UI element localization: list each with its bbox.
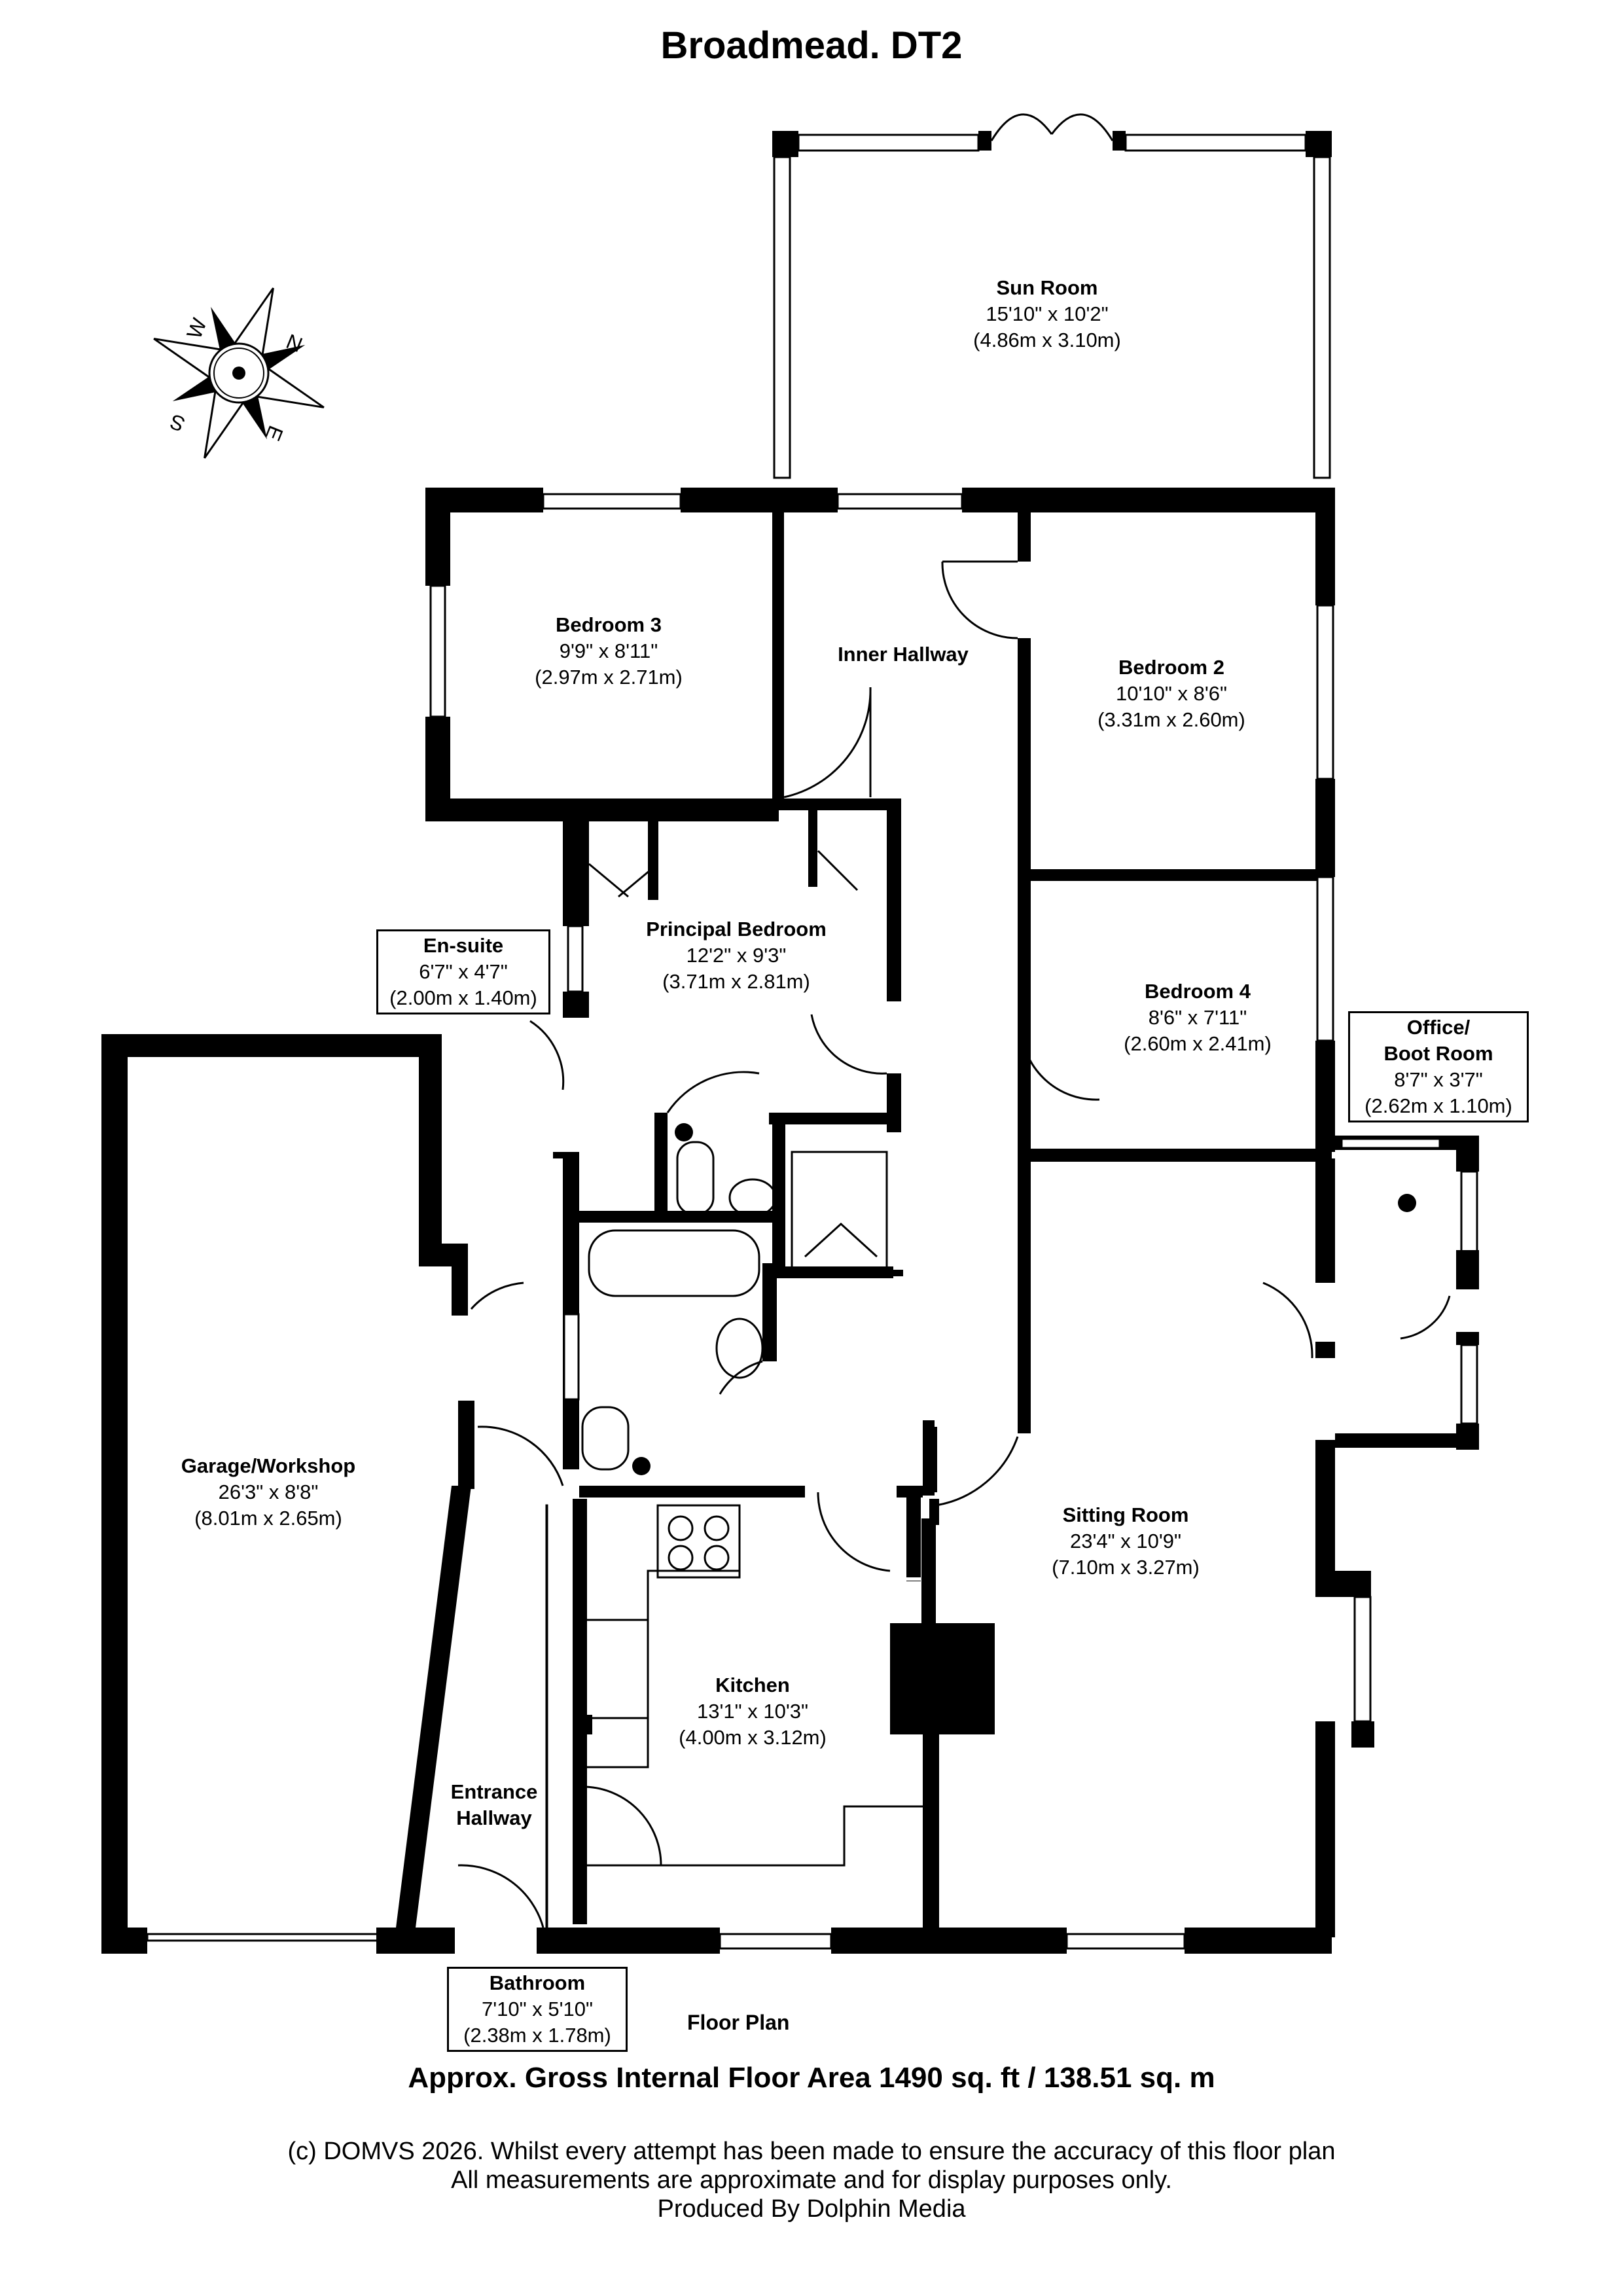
room-name: Garage/Workshop xyxy=(181,1454,356,1477)
room-label-bedroom-4: Bedroom 4 8'6" x 7'11" (2.60m x 2.41m) xyxy=(1099,978,1296,1057)
room-metric: (4.00m x 3.12m) xyxy=(679,1726,827,1749)
room-name: Bedroom 3 xyxy=(556,613,662,636)
room-imperial: 12'2" x 9'3" xyxy=(686,944,787,967)
room-metric: (2.60m x 2.41m) xyxy=(1124,1032,1272,1055)
room-imperial: 7'10" x 5'10" xyxy=(481,1998,593,2020)
floor-area-text: Approx. Gross Internal Floor Area 1490 s… xyxy=(408,2062,1215,2094)
room-name: Bedroom 2 xyxy=(1118,656,1224,679)
room-metric: (3.71m x 2.81m) xyxy=(662,970,810,993)
room-metric: (7.10m x 3.27m) xyxy=(1052,1556,1200,1579)
compass-s: S xyxy=(166,410,188,437)
room-label-inner-hallway: Inner Hallway xyxy=(805,641,1001,668)
room-label-garage: Garage/Workshop 26'3" x 8'8" (8.01m x 2.… xyxy=(164,1453,373,1532)
room-name: Principal Bedroom xyxy=(646,918,827,941)
room-metric: (8.01m x 2.65m) xyxy=(194,1507,342,1530)
room-label-bedroom-2: Bedroom 2 10'10" x 8'6" (3.31m x 2.60m) xyxy=(1073,655,1270,733)
room-label-office: Office/ Boot Room 8'7" x 3'7" (2.62m x 1… xyxy=(1348,1011,1529,1122)
disclaimer-line: (c) DOMVS 2026. Whilst every attempt has… xyxy=(287,2138,1336,2165)
room-imperial: 23'4" x 10'9" xyxy=(1069,1530,1181,1552)
compass-e: E xyxy=(261,422,288,444)
room-label-principal-bedroom: Principal Bedroom 12'2" x 9'3" (3.71m x … xyxy=(622,916,851,995)
room-label-kitchen: Kitchen 13'1" x 10'3" (4.00m x 3.12m) xyxy=(654,1672,851,1751)
room-imperial: 8'6" x 7'11" xyxy=(1148,1006,1247,1029)
room-metric: (2.62m x 1.10m) xyxy=(1364,1094,1512,1117)
room-name-line2: Hallway xyxy=(456,1806,532,1829)
room-name: Bathroom xyxy=(489,1971,586,1994)
door-swings xyxy=(457,560,1451,1928)
plan-title: Broadmead. DT2 xyxy=(660,24,963,67)
room-name-line2: Boot Room xyxy=(1383,1042,1493,1065)
disclaimer-line: Produced By Dolphin Media xyxy=(657,2195,966,2223)
room-name: Bedroom 4 xyxy=(1145,980,1251,1003)
room-imperial: 13'1" x 10'3" xyxy=(696,1700,808,1723)
floor-label: Floor Plan xyxy=(687,2011,790,2034)
room-name: Sun Room xyxy=(996,276,1098,299)
compass-w: W xyxy=(182,314,211,342)
room-metric: (3.31m x 2.60m) xyxy=(1097,708,1245,731)
room-metric: (4.86m x 3.10m) xyxy=(973,329,1121,351)
room-imperial: 26'3" x 8'8" xyxy=(218,1480,319,1503)
disclaimer-line: All measurements are approximate and for… xyxy=(451,2166,1172,2194)
house-walls xyxy=(101,488,1479,1954)
room-name: Entrance xyxy=(450,1780,538,1803)
compass-rose-icon: N E S W xyxy=(153,287,325,459)
room-label-entrance-hallway: Entrance Hallway xyxy=(435,1779,553,1831)
room-imperial: 6'7" x 4'7" xyxy=(419,960,508,983)
room-metric: (2.00m x 1.40m) xyxy=(389,986,537,1009)
room-name: Sitting Room xyxy=(1062,1503,1189,1526)
room-imperial: 15'10" x 10'2" xyxy=(986,302,1109,325)
room-label-en-suite: En-suite 6'7" x 4'7" (2.00m x 1.40m) xyxy=(376,929,550,1014)
room-name: En-suite xyxy=(423,934,504,957)
room-name: Kitchen xyxy=(715,1674,790,1696)
room-metric: (2.97m x 2.71m) xyxy=(535,666,683,689)
room-label-bedroom-3: Bedroom 3 9'9" x 8'11" (2.97m x 2.71m) xyxy=(510,612,707,691)
room-name: Inner Hallway xyxy=(838,643,969,666)
room-name: Office/ xyxy=(1406,1016,1471,1039)
fixtures xyxy=(581,1123,1416,1867)
room-label-bathroom: Bathroom 7'10" x 5'10" (2.38m x 1.78m) xyxy=(447,1967,628,2052)
room-label-sitting-room: Sitting Room 23'4" x 10'9" (7.10m x 3.27… xyxy=(1027,1502,1224,1581)
room-metric: (2.38m x 1.78m) xyxy=(463,2024,611,2047)
room-imperial: 10'10" x 8'6" xyxy=(1115,682,1227,705)
room-label-sun-room: Sun Room 15'10" x 10'2" (4.86m x 3.10m) xyxy=(949,275,1145,353)
room-imperial: 8'7" x 3'7" xyxy=(1394,1068,1483,1091)
sun-room-walls xyxy=(772,113,1332,479)
disclaimer: (c) DOMVS 2026. Whilst every attempt has… xyxy=(0,2137,1623,2223)
room-imperial: 9'9" x 8'11" xyxy=(559,639,658,662)
